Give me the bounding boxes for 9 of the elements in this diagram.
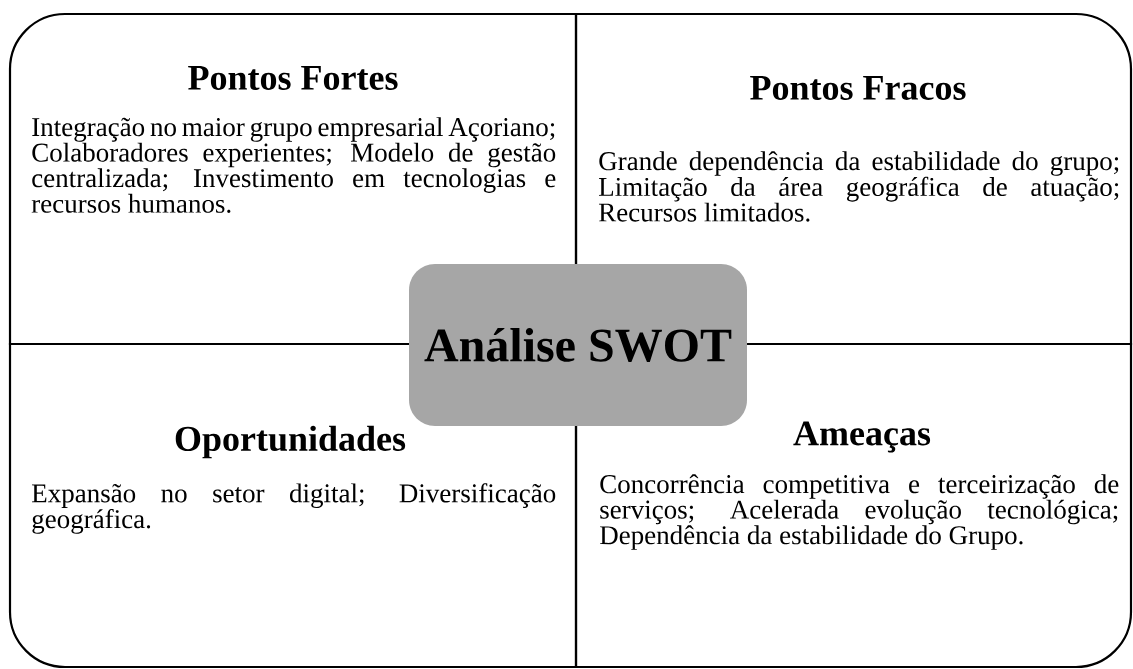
heading: Pontos Fracos [750,76,966,100]
heading: Pontos Fortes [188,66,398,90]
title-box: Análise SWOT [409,264,747,426]
body-text: Integração no maior grupo empresarial Açoriano; Colaboradores experientes; Modelo de gestão centralizada; Investimento em tecnologias e recursos humanos. [31,117,556,213]
heading: Oportunidades [175,425,406,459]
body-text: Grande dependência da estabilidade do grupo; Limitação da área geográfica de atuação; Recursos limitados. [599,151,1119,222]
body-text: Expansão no setor digital; Diversificação geográfica. [32,483,556,534]
heading: Ameaças [793,421,931,453]
body-text: Concorrência competitiva e terceirização de serviços; Acelerada evolução tecnológica; Dependência da estabilidade do Grupo. [600,474,1119,550]
